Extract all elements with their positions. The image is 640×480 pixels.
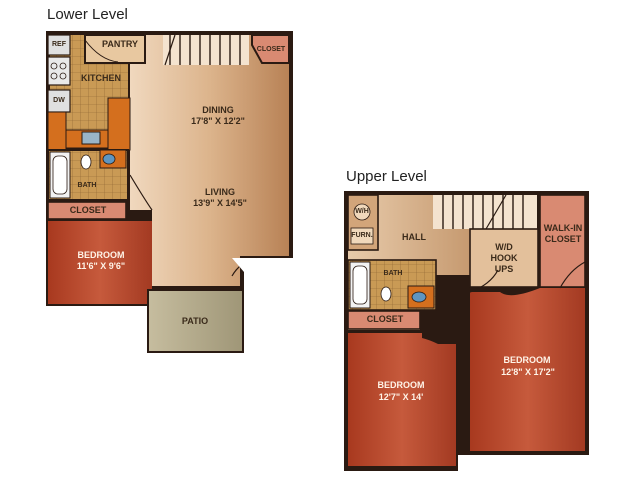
lower-level-plan [46, 31, 293, 353]
walkin-closet-label-1: WALK-IN [543, 223, 583, 233]
wh-label: W/H [355, 208, 369, 215]
furn-label: FURN. [351, 232, 373, 239]
kitchen-label: KITCHEN [81, 73, 121, 83]
lower-bath-label: BATH [77, 182, 97, 189]
upper-left-bedroom-name-label: BEDROOM [377, 380, 425, 390]
patio-label: PATIO [181, 316, 209, 326]
upper-right-bedroom-name-label: BEDROOM [503, 355, 551, 365]
upper-right-bedroom-size-label: 12'8" X 17'2" [501, 367, 555, 377]
upper-level-plan [344, 191, 589, 471]
wd-label-1: W/D [495, 242, 513, 252]
pantry-label: PANTRY [102, 39, 138, 49]
upper-bath-label: BATH [383, 270, 403, 277]
lower-stairs [163, 34, 249, 66]
walkin-closet-label-2: CLOSET [544, 234, 582, 244]
upper-stairs [433, 194, 537, 230]
living-size-label: 13'9" X 14'5" [193, 198, 247, 208]
upper-left-bedroom-size-label: 12'7" X 14' [378, 392, 424, 402]
wd-label-2: HOOK [490, 253, 518, 263]
patio-floor [147, 289, 244, 353]
upper-right-bedroom-floor [470, 288, 585, 451]
lower-bedroom-floor [48, 221, 152, 304]
upper-level-title: Upper Level [346, 168, 427, 185]
lower-bedroom-size-label: 11'6" X 9'6" [76, 261, 126, 271]
hall-label: HALL [402, 232, 426, 242]
dining-name-label: DINING [202, 105, 234, 115]
top-closet-label: CLOSET [256, 46, 286, 53]
wd-label-3: UPS [494, 264, 514, 274]
upper-left-bedroom-floor [348, 333, 456, 466]
lower-bedroom-name-label: BEDROOM [77, 250, 125, 260]
upper-closet-label: CLOSET [366, 314, 404, 324]
dining-size-label: 17'8" X 12'2" [191, 116, 245, 126]
lower-level-title: Lower Level [47, 6, 128, 23]
lower-closet-label: CLOSET [69, 205, 107, 215]
living-name-label: LIVING [204, 187, 235, 197]
living-dining-floor [130, 35, 289, 286]
dw-label: DW [53, 97, 65, 104]
ref-label: REF [52, 41, 66, 48]
